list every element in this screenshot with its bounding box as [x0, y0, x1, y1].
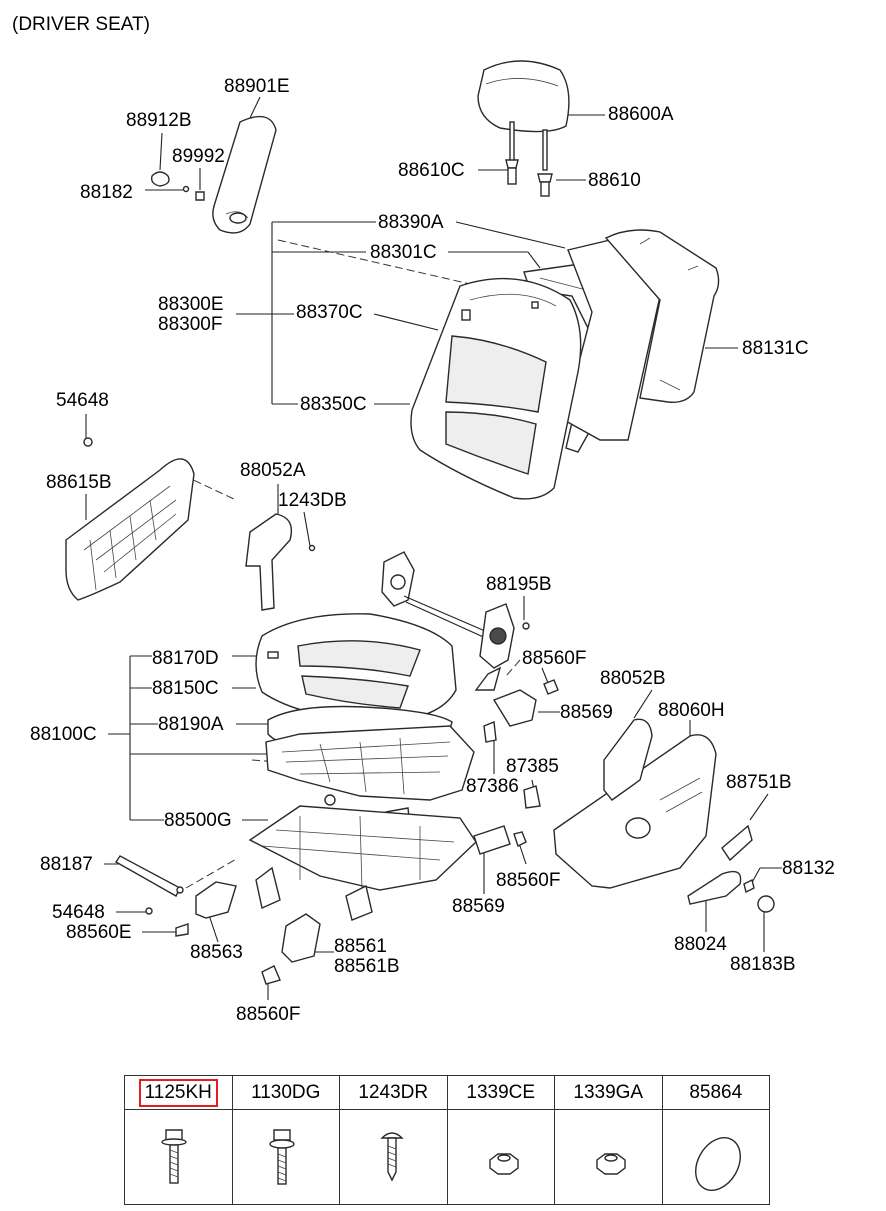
part-label-87385[interactable]: 87385: [506, 756, 559, 777]
seatback-frame[interactable]: [523, 229, 720, 453]
track-brackets[interactable]: [195, 679, 559, 985]
part-label-88300F[interactable]: 88300F: [158, 314, 223, 335]
headrest[interactable]: [477, 60, 570, 197]
part-label-88751B[interactable]: 88751B: [726, 772, 792, 793]
fastener-icon-cell: [446, 1109, 555, 1205]
part-label-88610[interactable]: 88610: [588, 170, 641, 191]
part-label-88912B[interactable]: 88912B: [126, 110, 192, 131]
part-label-88052B[interactable]: 88052B: [600, 668, 666, 689]
fastener-cell[interactable]: 85864: [661, 1075, 770, 1110]
fastener-cell[interactable]: 1130DG: [231, 1075, 340, 1110]
part-label-88610C[interactable]: 88610C: [398, 160, 465, 181]
part-label-88187[interactable]: 88187: [40, 854, 93, 875]
recliner-mechanism[interactable]: [381, 551, 530, 691]
part-label-88170D[interactable]: 88170D: [152, 648, 219, 669]
part-label-88052A[interactable]: 88052A: [240, 460, 306, 481]
seatback-cushion[interactable]: [410, 277, 582, 500]
part-label-54648[interactable]: 54648: [52, 902, 105, 923]
part-label-88060H[interactable]: 88060H: [658, 700, 725, 721]
part-label-88561B[interactable]: 88561B: [334, 956, 400, 977]
part-label-88132[interactable]: 88132: [782, 858, 835, 879]
part-label-88183B[interactable]: 88183B: [730, 954, 796, 975]
fastener-code[interactable]: 85864: [689, 1081, 743, 1103]
part-label-1243DB[interactable]: 1243DB: [278, 490, 347, 511]
part-label-88560F[interactable]: 88560F: [236, 1004, 301, 1025]
fastener-cell[interactable]: 1243DR: [339, 1075, 448, 1110]
part-label-87386[interactable]: 87386: [466, 776, 519, 797]
fastener-cell[interactable]: 1125KH: [124, 1075, 233, 1110]
seat-track[interactable]: [115, 805, 477, 937]
fastener-icon-cell: [554, 1109, 663, 1205]
part-label-54648[interactable]: 54648: [56, 390, 109, 411]
fastener-code[interactable]: 1130DG: [251, 1081, 321, 1103]
part-label-88901E[interactable]: 88901E: [224, 76, 290, 97]
part-label-88569[interactable]: 88569: [560, 702, 613, 723]
fastener-icon-cell: [124, 1109, 233, 1205]
part-label-88195B[interactable]: 88195B: [486, 574, 552, 595]
side-shield-88060H[interactable]: [553, 718, 775, 913]
fastener-icon-row: [124, 1109, 770, 1205]
fastener-icon-cell: [231, 1109, 340, 1205]
part-label-88370C[interactable]: 88370C: [296, 302, 363, 323]
part-label-88100C[interactable]: 88100C: [30, 724, 97, 745]
fastener-cell[interactable]: 1339CE: [446, 1075, 555, 1110]
part-label-88131C[interactable]: 88131C: [742, 338, 809, 359]
part-label-88190A[interactable]: 88190A: [158, 714, 224, 735]
part-label-89992[interactable]: 89992: [172, 146, 225, 167]
fastener-code-row: 1125KH 1130DG 1243DR 1339CE 1339GA 85864: [124, 1075, 770, 1110]
part-label-88600A[interactable]: 88600A: [608, 104, 674, 125]
part-label-88024[interactable]: 88024: [674, 934, 727, 955]
fastener-table: 1125KH 1130DG 1243DR 1339CE 1339GA 85864: [124, 1075, 770, 1205]
part-label-88182[interactable]: 88182: [80, 182, 133, 203]
fastener-cell[interactable]: 1339GA: [554, 1075, 663, 1110]
part-label-88569[interactable]: 88569: [452, 896, 505, 917]
part-label-88561[interactable]: 88561: [334, 936, 387, 957]
part-label-88301C[interactable]: 88301C: [370, 242, 437, 263]
part-label-88560F[interactable]: 88560F: [496, 870, 561, 891]
part-label-88350C[interactable]: 88350C: [300, 394, 367, 415]
side-shield-88615B[interactable]: [65, 437, 195, 601]
fastener-code-highlighted[interactable]: 1125KH: [138, 1078, 218, 1107]
seat-cushion[interactable]: [255, 613, 457, 723]
part-label-88615B[interactable]: 88615B: [46, 472, 112, 493]
fastener-code[interactable]: 1243DR: [358, 1081, 429, 1103]
fastener-icon-cell: [339, 1109, 448, 1205]
armrest[interactable]: [150, 115, 277, 234]
part-label-88500G[interactable]: 88500G: [164, 810, 232, 831]
part-label-88300E[interactable]: 88300E: [158, 294, 224, 315]
part-label-88560F[interactable]: 88560F: [522, 648, 587, 669]
fastener-icon-cell: [661, 1109, 770, 1205]
diagram-title: (DRIVER SEAT): [12, 14, 150, 35]
part-label-88390A[interactable]: 88390A: [378, 212, 444, 233]
bracket-88052A[interactable]: [245, 513, 316, 611]
part-label-88150C[interactable]: 88150C: [152, 678, 219, 699]
fastener-code[interactable]: 1339GA: [573, 1081, 644, 1103]
part-label-88560E[interactable]: 88560E: [66, 922, 132, 943]
leader-lines: [85, 96, 782, 1000]
fastener-code[interactable]: 1339CE: [466, 1081, 536, 1103]
part-label-88563[interactable]: 88563: [190, 942, 243, 963]
